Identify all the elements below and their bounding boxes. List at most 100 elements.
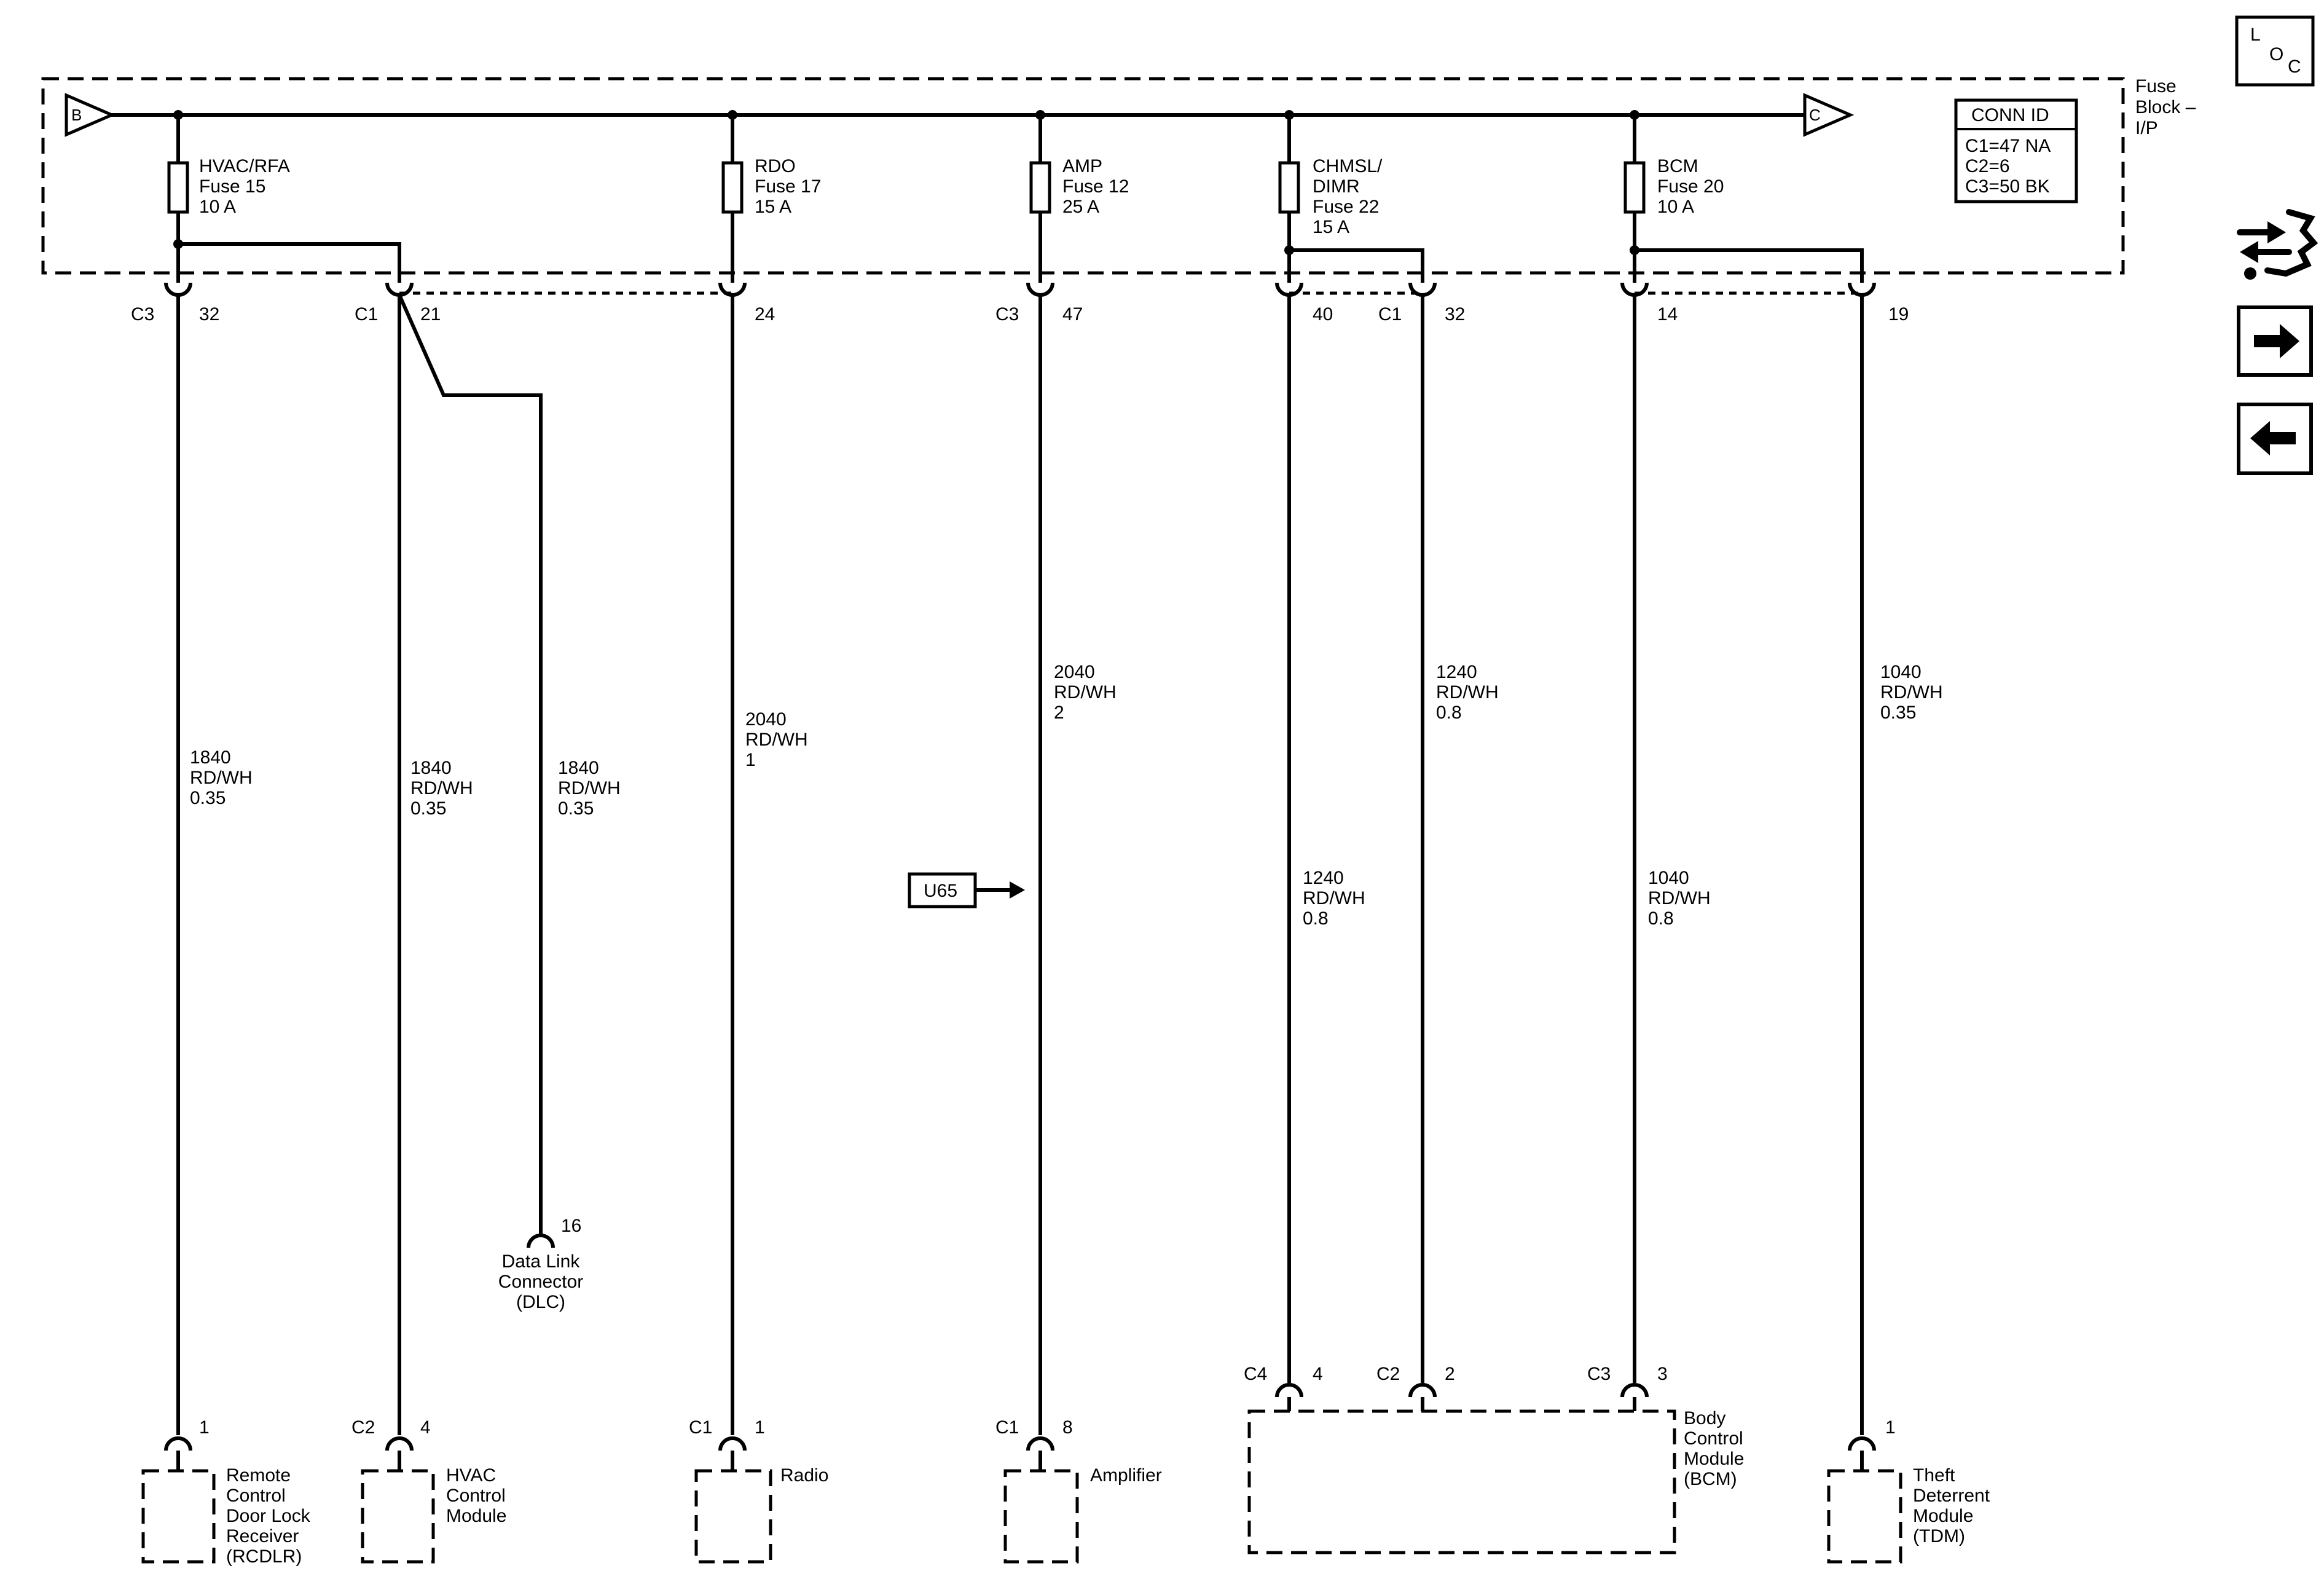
- svg-text:BCM: BCM: [1657, 156, 1698, 176]
- svg-text:40: 40: [1313, 304, 1333, 325]
- svg-text:8: 8: [1062, 1417, 1073, 1438]
- bus-out-letter: C: [1809, 106, 1821, 124]
- top-connector-labels: C3 32 C1 21 24 C3 47 40 C1 32 14 19: [131, 304, 1909, 325]
- svg-text:(TDM): (TDM): [1913, 1526, 1965, 1546]
- dlc-connector: 16 Data Link Connector (DLC): [498, 1216, 583, 1312]
- svg-text:1840: 1840: [190, 747, 231, 768]
- svg-text:Fuse 22: Fuse 22: [1313, 197, 1379, 217]
- svg-text:32: 32: [1445, 304, 1465, 325]
- wire-label-rcdlr: 1840 RD/WH 0.35: [190, 747, 253, 808]
- svg-text:RD/WH: RD/WH: [410, 778, 473, 798]
- bus-out-triangle: [1803, 93, 1855, 137]
- fuse-block-label: Fuse: [2135, 76, 2177, 96]
- svg-text:Module: Module: [1913, 1506, 1973, 1526]
- svg-text:19: 19: [1888, 304, 1909, 325]
- conn-id-line: C3=50 BK: [1965, 176, 2050, 197]
- svg-text:1840: 1840: [410, 758, 452, 778]
- svg-text:21: 21: [420, 304, 441, 325]
- svg-text:Remote: Remote: [226, 1465, 291, 1486]
- svg-text:Connector: Connector: [498, 1272, 583, 1292]
- component-hvac-control-module: HVAC Control Module: [361, 1451, 506, 1564]
- svg-text:Receiver: Receiver: [226, 1526, 299, 1546]
- svg-text:DIMR: DIMR: [1313, 176, 1360, 197]
- next-arrow-icon[interactable]: [2237, 305, 2313, 377]
- component-amplifier: Amplifier: [1003, 1451, 1162, 1564]
- fuse-block-label: Block –: [2135, 97, 2196, 117]
- svg-text:1040: 1040: [1648, 868, 1689, 888]
- bottom-connector-cups: [164, 1383, 1876, 1451]
- svg-text:16: 16: [561, 1216, 581, 1236]
- wire-label-bcm-c3: 1040 RD/WH 0.8: [1648, 868, 1711, 929]
- svg-text:3: 3: [1657, 1364, 1668, 1384]
- svg-text:(RCDLR): (RCDLR): [226, 1546, 302, 1567]
- bottom-connector-labels: 1 C2 4 C1 1 C1 8 C4 4 C2 2 C3 3 1: [199, 1364, 1896, 1438]
- component-body-control-module: Body Control Module (BCM): [1247, 1397, 1744, 1554]
- svg-text:0.35: 0.35: [190, 788, 226, 808]
- svg-text:24: 24: [755, 304, 775, 325]
- svg-text:1: 1: [755, 1417, 765, 1438]
- svg-text:(DLC): (DLC): [516, 1292, 565, 1312]
- circuit-wires: [176, 294, 1864, 1435]
- svg-text:Fuse 20: Fuse 20: [1657, 176, 1724, 197]
- svg-text:C1: C1: [355, 304, 378, 325]
- svg-text:1840: 1840: [558, 758, 599, 778]
- svg-text:Module: Module: [1684, 1449, 1744, 1469]
- svg-text:4: 4: [1313, 1364, 1323, 1384]
- svg-text:HVAC/RFA: HVAC/RFA: [199, 156, 290, 176]
- svg-text:Door Lock: Door Lock: [226, 1506, 311, 1526]
- svg-text:Theft: Theft: [1913, 1465, 1955, 1486]
- location-icon[interactable]: L O C: [2235, 15, 2315, 87]
- wire-label-radio: 2040 RD/WH 1: [745, 709, 808, 770]
- svg-text:RDO: RDO: [755, 156, 796, 176]
- svg-text:C1: C1: [995, 1417, 1019, 1438]
- svg-text:C3: C3: [131, 304, 154, 325]
- svg-text:C2: C2: [1376, 1364, 1400, 1384]
- svg-text:2: 2: [1445, 1364, 1455, 1384]
- u65-arrow-icon: [1010, 881, 1025, 899]
- svg-text:C4: C4: [1244, 1364, 1267, 1384]
- connector-view-icon[interactable]: [2237, 209, 2318, 280]
- svg-text:32: 32: [199, 304, 219, 325]
- fuse-block-outline: [41, 77, 2125, 275]
- svg-text:O: O: [2269, 44, 2283, 65]
- svg-text:C2: C2: [351, 1417, 375, 1438]
- component-theft-deterrent-module: Theft Deterrent Module (TDM): [1827, 1451, 1990, 1564]
- svg-text:4: 4: [420, 1417, 431, 1438]
- svg-text:Fuse 17: Fuse 17: [755, 176, 821, 197]
- fuse-chmsl-dimr: CHMSL/ DIMR Fuse 22 15 A: [1278, 115, 1383, 283]
- conn-id-title: CONN ID: [1971, 105, 2049, 125]
- fuse-hvac-rfa: HVAC/RFA Fuse 15 10 A: [167, 115, 290, 283]
- svg-text:10 A: 10 A: [1657, 197, 1694, 217]
- svg-text:10 A: 10 A: [199, 197, 236, 217]
- svg-text:Control: Control: [226, 1486, 286, 1506]
- svg-text:Fuse 12: Fuse 12: [1062, 176, 1129, 197]
- svg-text:AMP: AMP: [1062, 156, 1102, 176]
- svg-text:Radio: Radio: [780, 1465, 828, 1486]
- svg-text:RD/WH: RD/WH: [745, 730, 808, 750]
- fuse-amp: AMP Fuse 12 25 A: [1029, 115, 1129, 283]
- svg-text:1: 1: [1885, 1417, 1896, 1438]
- svg-text:RD/WH: RD/WH: [558, 778, 621, 798]
- svg-text:RD/WH: RD/WH: [190, 768, 253, 788]
- svg-text:2040: 2040: [1054, 662, 1095, 682]
- svg-text:L: L: [2250, 25, 2261, 45]
- u65-reference[interactable]: U65: [908, 872, 1025, 908]
- conn-id-line: C2=6: [1965, 156, 2010, 176]
- component-radio: Radio: [694, 1451, 828, 1564]
- svg-text:Body: Body: [1684, 1408, 1725, 1428]
- svg-text:14: 14: [1657, 304, 1678, 325]
- svg-text:RD/WH: RD/WH: [1436, 682, 1499, 703]
- conn-id-line: C1=47 NA: [1965, 136, 2051, 156]
- fuse-block-label: I/P: [2135, 118, 2158, 138]
- svg-text:Fuse 15: Fuse 15: [199, 176, 265, 197]
- wire-label-amplifier: 2040 RD/WH 2: [1054, 662, 1117, 723]
- fuse-bcm: BCM Fuse 20 10 A: [1623, 115, 1724, 283]
- svg-text:C1: C1: [1378, 304, 1402, 325]
- wire-label-tdm: 1040 RD/WH 0.35: [1880, 662, 1943, 723]
- fuse-rdo: RDO Fuse 17 15 A: [721, 115, 821, 283]
- previous-arrow-icon[interactable]: [2237, 403, 2313, 475]
- svg-text:Amplifier: Amplifier: [1090, 1465, 1162, 1486]
- svg-text:47: 47: [1062, 304, 1083, 325]
- svg-text:0.8: 0.8: [1648, 908, 1674, 929]
